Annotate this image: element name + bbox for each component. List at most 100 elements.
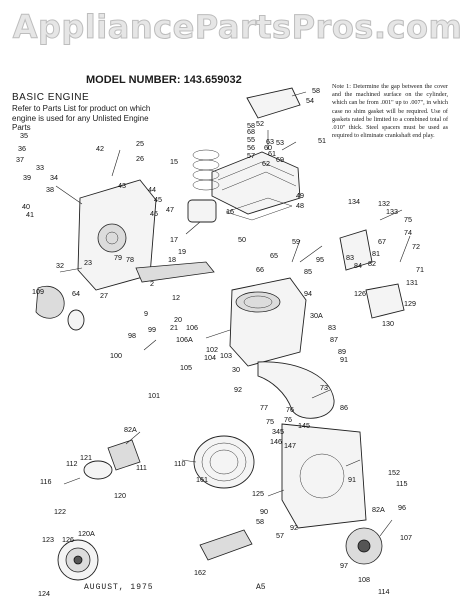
part-label: 91 xyxy=(340,355,348,364)
part-label: 44 xyxy=(148,185,156,194)
part-label: 121 xyxy=(80,453,92,462)
part-label: 145 xyxy=(298,421,310,430)
part-label: 131 xyxy=(406,278,418,287)
part-label: 68 xyxy=(247,127,255,136)
gasket-note: Note 1: Determine the gap between the co… xyxy=(332,83,448,140)
part-label: 91 xyxy=(348,475,356,484)
part-drawings xyxy=(35,87,411,581)
part-label: 25 xyxy=(136,139,144,148)
part-label: 52 xyxy=(256,119,264,128)
basic-engine-note: Refer to Parts List for product on which… xyxy=(12,104,151,132)
part-number-labels: 58 54 52 51 53 69 68 58 55 56 57 60 61 6… xyxy=(16,86,424,598)
part-label: 46 xyxy=(150,209,158,218)
part-label: 45 xyxy=(154,195,162,204)
part-label: 43 xyxy=(118,181,126,190)
part-label: 162 xyxy=(194,568,206,577)
part-label: 86 xyxy=(340,403,348,412)
part-label: 54 xyxy=(306,96,314,105)
part-label: 152 xyxy=(388,468,400,477)
part-label: 83 xyxy=(328,323,336,332)
part-label: 99 xyxy=(148,325,156,334)
part-label: 111 xyxy=(136,463,147,472)
part-label: 64 xyxy=(72,289,80,298)
part-label: 9 xyxy=(144,309,148,318)
part-label: 39 xyxy=(23,173,31,182)
part-label: 82A xyxy=(124,425,137,434)
part-label: 26 xyxy=(136,154,144,163)
part-label: 84 xyxy=(354,261,362,270)
part-label: 147 xyxy=(284,441,296,450)
part-label: 34 xyxy=(50,173,58,182)
part-label: 75 xyxy=(266,417,274,426)
part-label: 103 xyxy=(220,351,232,360)
part-label: 61 xyxy=(268,149,276,158)
part-label: 30A xyxy=(310,311,323,320)
part-label: 79 xyxy=(114,253,122,262)
part-label: 51 xyxy=(318,136,326,145)
part-label: 101 xyxy=(148,391,160,400)
part-label: 55 xyxy=(247,135,255,144)
part-label: 19 xyxy=(178,247,186,256)
part-label: 108 xyxy=(358,575,370,584)
part-label: 126 xyxy=(62,535,74,544)
part-label: 77 xyxy=(260,403,268,412)
part-label: 107 xyxy=(400,533,412,542)
part-label: 48 xyxy=(296,201,304,210)
part-label: 130 xyxy=(382,319,394,328)
model-number: MODEL NUMBER: 143.659032 xyxy=(86,74,242,86)
part-label: 42 xyxy=(96,144,104,153)
part-label: 16 xyxy=(226,207,234,216)
part-label: 76 xyxy=(284,415,292,424)
part-label: 110 xyxy=(174,459,185,468)
part-label: 87 xyxy=(330,335,338,344)
part-label: 20 xyxy=(174,315,182,324)
part-label: 92 xyxy=(234,385,242,394)
part-label: 82A xyxy=(372,505,385,514)
part-label: 63 xyxy=(266,137,274,146)
part-label: 132 xyxy=(378,199,390,208)
part-label: 123 xyxy=(42,535,54,544)
part-label: 58 xyxy=(312,86,320,95)
part-label: 36 xyxy=(18,144,26,153)
part-label: 112 xyxy=(66,459,77,468)
part-label: 47 xyxy=(166,205,174,214)
part-label: 126 xyxy=(354,289,366,298)
part-label: 35 xyxy=(20,131,28,140)
part-label: 50 xyxy=(238,235,246,244)
part-label: 18 xyxy=(168,255,176,264)
part-label: 37 xyxy=(16,155,24,164)
part-label: 146 xyxy=(270,437,282,446)
part-label: 109 xyxy=(32,287,44,296)
part-label: 57 xyxy=(247,151,255,160)
part-label: 73 xyxy=(320,383,328,392)
part-label: 114 xyxy=(378,587,389,596)
part-label: 23 xyxy=(84,258,92,267)
part-label: 59 xyxy=(292,237,300,246)
part-label: 21 xyxy=(170,323,178,332)
part-label: 100 xyxy=(110,351,122,360)
footer-page-number: A5 xyxy=(256,583,266,592)
part-label: 106A xyxy=(176,335,193,344)
part-label: 72 xyxy=(412,242,420,251)
part-label: 56 xyxy=(247,143,255,152)
part-label: 33 xyxy=(36,163,44,172)
part-label: 345 xyxy=(272,427,284,436)
part-label: 17 xyxy=(170,235,178,244)
part-label: 41 xyxy=(26,210,34,219)
part-label: 40 xyxy=(22,202,30,211)
part-label: 104 xyxy=(204,353,216,362)
part-label: 69 xyxy=(276,155,284,164)
part-label: 58 xyxy=(247,121,255,130)
part-label: 106 xyxy=(186,323,198,332)
part-label: 58 xyxy=(256,517,264,526)
part-label: 82 xyxy=(368,259,376,268)
site-watermark: AppliancePartsPros.com xyxy=(12,8,463,47)
part-label: 2 xyxy=(150,279,154,288)
part-label: 95 xyxy=(316,255,324,264)
part-label: 38 xyxy=(46,185,54,194)
part-label: 124 xyxy=(38,589,50,598)
part-label: 15 xyxy=(170,157,178,166)
part-label: 67 xyxy=(378,237,386,246)
